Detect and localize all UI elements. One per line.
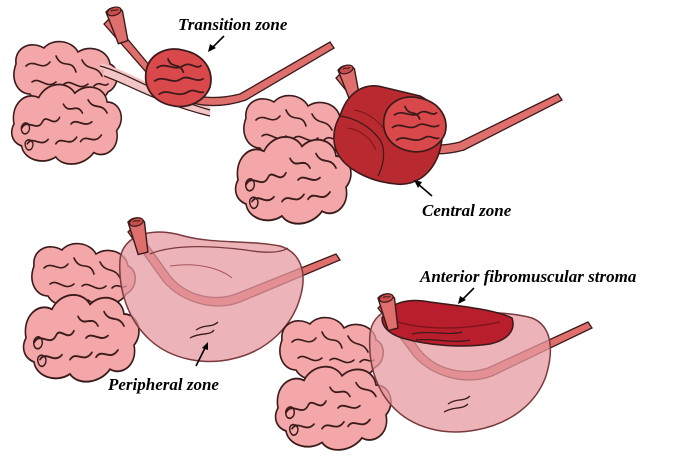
seminal-vesicle-lower <box>12 85 122 165</box>
label-peripheral-zone: Peripheral zone <box>107 375 219 394</box>
seminal-vesicle-lower <box>24 295 139 382</box>
seminal-vesicle-lower <box>276 367 391 450</box>
panel-central-zone: Central zone <box>236 63 562 224</box>
label-central-zone: Central zone <box>422 201 512 220</box>
label-afs: Anterior fibromuscular stroma <box>419 267 637 286</box>
label-transition-zone: Transition zone <box>178 15 288 34</box>
arrow-afs <box>462 288 474 300</box>
transition-zone-lobe <box>384 97 446 152</box>
arrow-central-zone <box>418 184 432 196</box>
transition-zone-lobe <box>146 49 211 106</box>
seminal-vesicle-lower <box>236 137 351 224</box>
arrow-transition-zone <box>212 36 224 48</box>
panel-afs: Anterior fibromuscular stroma <box>276 267 637 450</box>
